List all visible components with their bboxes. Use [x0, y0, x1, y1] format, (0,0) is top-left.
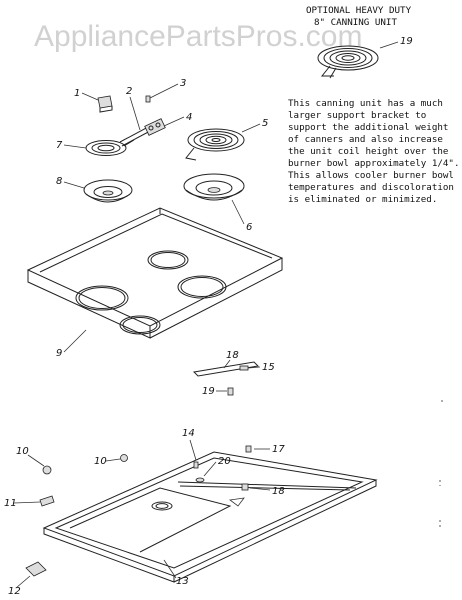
callout-6: 6: [246, 222, 252, 233]
callout-8: 8: [56, 176, 62, 187]
callout-1: 1: [74, 88, 80, 99]
description-line: burner bowl approximately 1/4".: [288, 158, 459, 169]
canning-title-line2: 8" CANNING UNIT: [314, 17, 397, 28]
watermark-text: AppliancePartsPros.com: [34, 20, 362, 53]
callout-2: 2: [126, 86, 132, 97]
part-10-screw-left: [42, 465, 52, 475]
description-line: support the additional weight: [288, 122, 448, 133]
callout-14: 14: [182, 428, 195, 439]
canning-description: This canning unit has a much larger supp…: [288, 98, 459, 205]
part-13-bottom-panel: [42, 451, 378, 583]
callout-3: 3: [180, 78, 186, 89]
description-line: temperatures and discoloration: [288, 182, 454, 193]
callout-12: 12: [8, 586, 21, 597]
part-18-bracket: [192, 361, 260, 377]
part-18-nut: [241, 483, 249, 491]
part-11-clip: [39, 495, 55, 507]
description-line: of canners and also increase: [288, 134, 443, 145]
part-7-small-surface-unit: [85, 139, 135, 156]
callout-20: 20: [218, 456, 231, 467]
description-line: larger support bracket to: [288, 110, 426, 121]
callout-15: 15: [262, 362, 275, 373]
part-4-terminal-block: [119, 118, 166, 147]
part-6-large-drip-bowl: [183, 173, 245, 201]
description-line: This allows cooler burner bowl: [288, 170, 454, 181]
canning-unit-coil: [317, 45, 379, 79]
part-9-cooktop: [26, 207, 284, 339]
callout-17: 17: [272, 444, 285, 455]
description-line: is eliminated or minimized.: [288, 194, 437, 205]
part-12-bracket: [25, 561, 47, 577]
callout-10-center: 10: [94, 456, 107, 467]
callout-10-left: 10: [16, 446, 29, 457]
canning-title-line1: OPTIONAL HEAVY DUTY: [306, 5, 412, 16]
callout-13: 13: [176, 576, 189, 587]
callout-18-bracket: 18: [226, 350, 239, 361]
callout-19-screw: 19: [202, 386, 215, 397]
description-line: This canning unit has a much: [288, 98, 443, 109]
part-5-large-surface-unit: [185, 128, 245, 161]
part-19-screw: [227, 387, 234, 396]
part-8-small-drip-bowl: [83, 179, 133, 203]
part-3-screw: [145, 95, 151, 103]
part-17-screw: [245, 445, 252, 453]
description-line: the unit coil height over the: [288, 146, 448, 157]
part-10-screw-center: [120, 454, 128, 462]
callout-7: 7: [56, 140, 63, 151]
callout-5: 5: [262, 118, 268, 129]
callout-19-canning: 19: [400, 36, 413, 47]
callout-18-nut: 18: [272, 486, 285, 497]
part-14-screw: [193, 461, 199, 469]
callout-4: 4: [186, 112, 192, 123]
callout-9: 9: [56, 348, 62, 359]
callout-11: 11: [4, 498, 17, 509]
part-20-washer: [195, 477, 205, 483]
part-1-receptacle: [97, 95, 113, 113]
